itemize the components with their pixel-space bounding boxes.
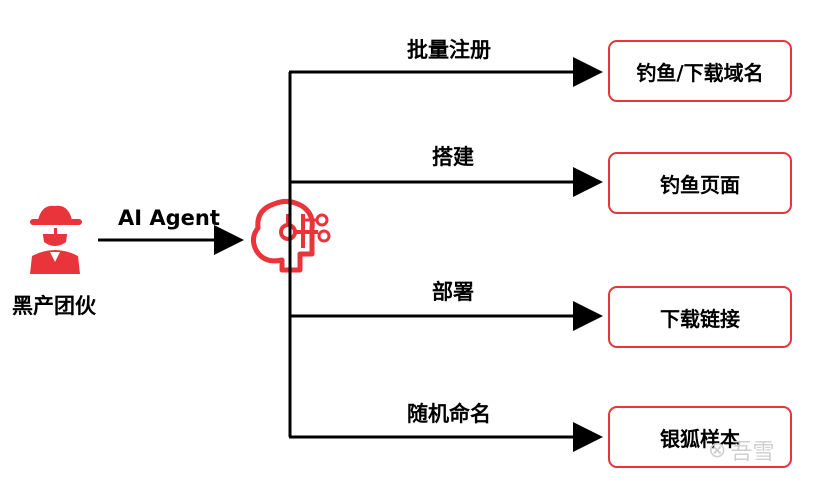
watermark-logo-icon: ⊗ — [708, 437, 727, 463]
branch-label-build: 搭建 — [432, 145, 474, 169]
branch-label-random-name: 随机命名 — [407, 402, 491, 426]
watermark-text: 吾雪 — [730, 440, 775, 465]
target-box-phishing-page: 钓鱼页面 — [608, 152, 792, 214]
target-box-silver-fox-sample: 银狐样本 — [608, 406, 792, 468]
branch-label-register: 批量注册 — [407, 38, 491, 62]
target-box-download-link: 下载链接 — [608, 286, 792, 348]
watermark: ⊗ 吾雪 — [708, 434, 774, 466]
hacker-icon — [30, 205, 82, 274]
edge-label-ai-agent: AI Agent — [118, 206, 220, 230]
target-box-phishing-domain: 钓鱼/下载域名 — [608, 40, 792, 102]
branch-label-deploy: 部署 — [432, 280, 474, 304]
actor-label: 黑产团伙 — [12, 294, 96, 318]
ai-brain-icon — [250, 198, 331, 273]
